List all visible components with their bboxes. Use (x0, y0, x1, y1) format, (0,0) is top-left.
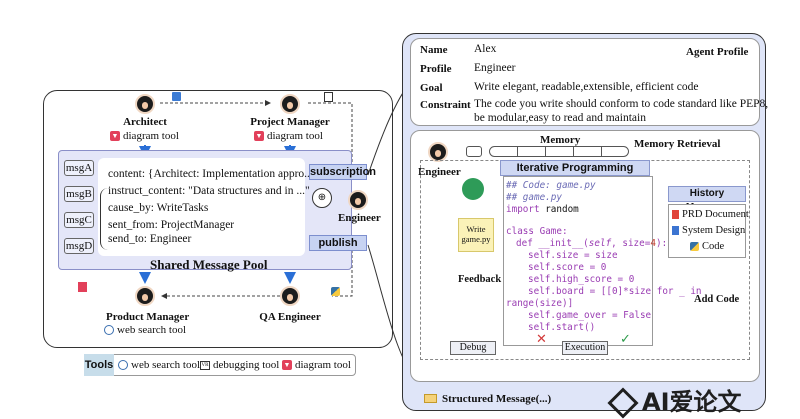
message-field: cause_by: WriteTasks (108, 202, 209, 214)
engineer-label: Engineer (338, 212, 381, 224)
diagram-icon: ▼ (110, 131, 120, 142)
message-card (98, 158, 305, 256)
watermark-logo: AI爱论文 (607, 382, 742, 419)
message-field: sent_from: ProjectManager (108, 219, 235, 231)
memory-divider (601, 146, 602, 157)
llm-icon (462, 178, 484, 200)
code-line: self.score = 0 (528, 262, 607, 273)
profile-key: Name (420, 44, 448, 56)
pdf-icon (672, 210, 679, 220)
debug-icon: VR (200, 360, 210, 370)
brain-icon (466, 146, 482, 157)
profile-value: The code you write should conform to cod… (474, 98, 769, 110)
success-icon: ✓ (620, 332, 631, 347)
qa-engineer-avatar (280, 286, 300, 306)
publish-button[interactable]: publish (309, 235, 367, 251)
fail-icon: ✕ (536, 332, 547, 347)
write-note: Write game.py (458, 218, 494, 252)
code-line: ## game.py (506, 192, 562, 203)
profile-value: Write elegant, readable,extensible, effi… (474, 81, 699, 93)
msg-tag[interactable]: msgA (64, 160, 94, 176)
code-line: self.high_score = 0 (528, 274, 635, 285)
engineer-avatar (348, 190, 368, 210)
memory-divider (573, 146, 574, 157)
architect-label: Architect (123, 116, 167, 128)
profile-value: Alex (474, 43, 497, 55)
message-field: send_to: Engineer (108, 233, 192, 245)
tool-web-search[interactable]: web search tool (118, 359, 200, 371)
product-manager-avatar (135, 286, 155, 306)
memory-divider (545, 146, 546, 157)
msg-tag[interactable]: msgC (64, 212, 94, 228)
code-line: range(size)] (506, 298, 574, 309)
memory-bar (489, 146, 629, 157)
agent-profile-box (410, 38, 760, 126)
qa-engineer-label: QA Engineer (259, 311, 321, 323)
agent-profile-title: Agent Profile (686, 46, 749, 58)
code-line: ## Code: game.py (506, 180, 596, 191)
message-field: content: {Architect: Implementation appr… (108, 168, 319, 180)
history-item: Code (690, 241, 724, 252)
execution-button[interactable]: Execution (562, 341, 608, 355)
code-line: import random (506, 204, 579, 215)
globe-icon (104, 325, 114, 336)
add-code-label: Add Code (694, 294, 740, 305)
architect-doc-icon (172, 92, 181, 101)
project-manager-label: Project Manager (250, 116, 330, 128)
project-manager-doc-icon (324, 92, 333, 102)
engineer-label: Engineer (418, 166, 461, 178)
pdf-icon (78, 282, 87, 292)
engineer-avatar (428, 142, 448, 162)
multi-agent-panel (43, 90, 393, 348)
msg-tag[interactable]: msgD (64, 238, 94, 254)
msg-tag[interactable]: msgB (64, 186, 94, 202)
python-icon (331, 282, 341, 296)
history-item: PRD Document (672, 209, 749, 220)
product-manager-label: Product Manager (106, 311, 190, 323)
profile-key: Profile (420, 63, 452, 75)
doc-icon (672, 226, 679, 236)
structured-message-label: Structured Message(...) (442, 393, 552, 405)
pool-title: Shared Message Pool (150, 257, 268, 272)
project-manager-avatar (280, 94, 300, 114)
code-line: self.game_over = False (528, 310, 652, 321)
debug-button[interactable]: Debug (450, 341, 496, 355)
listen-icon: ⊕ (312, 188, 332, 208)
subscription-button[interactable]: subscription (309, 164, 377, 180)
profile-value: Engineer (474, 62, 516, 74)
feedback-label: Feedback (458, 274, 502, 285)
code-line: class Game: (506, 226, 568, 237)
iterative-programming-title: Iterative Programming (500, 160, 650, 176)
history-item: System Design (672, 225, 745, 236)
memory-divider (517, 146, 518, 157)
tools-label: Tools (84, 354, 114, 376)
globe-icon (118, 360, 128, 371)
code-line: self.board = [[0]*size for _ in (528, 286, 702, 297)
product-manager-tool: web search tool (104, 324, 186, 336)
message-field: instruct_content: "Data structures and i… (108, 185, 310, 197)
code-line: self.start() (528, 322, 596, 333)
architect-tool: ▼diagram tool (110, 130, 179, 142)
profile-key: Constraint (420, 99, 471, 111)
profile-value: be modular,easy to read and maintain (474, 112, 646, 124)
memory-label: Memory (540, 134, 581, 146)
profile-key: Goal (420, 82, 443, 94)
tool-diagram[interactable]: ▼diagram tool (282, 359, 351, 371)
code-line: self.size = size (528, 250, 618, 261)
code-editor[interactable] (503, 176, 653, 346)
memory-retrieval-label: Memory Retrieval (634, 138, 721, 150)
project-manager-tool: ▼diagram tool (254, 130, 323, 142)
python-icon (690, 242, 699, 252)
message-bracket (100, 188, 108, 250)
history-message-title: History Message (668, 186, 746, 213)
diagram-icon: ▼ (254, 131, 264, 142)
diagram-icon: ▼ (282, 360, 292, 371)
architect-avatar (135, 94, 155, 114)
envelope-icon (424, 394, 437, 403)
history-message-box (668, 204, 746, 258)
code-line: def __init__(self, size=4): (516, 238, 668, 249)
